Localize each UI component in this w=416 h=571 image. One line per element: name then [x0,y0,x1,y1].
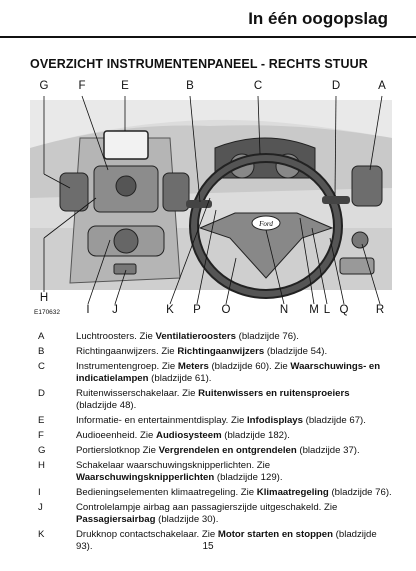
figure-label-a: A [378,80,386,92]
legend-item-a: A Luchtroosters. Zie Ventilatieroosters … [30,331,392,343]
figure-label-h: H [39,292,49,304]
legend-key: F [38,430,44,441]
top-leader-lines [43,95,383,203]
legend-key: I [38,487,41,498]
legend-text: Bedieningselementen klimaatregeling. Zie… [76,487,392,498]
header-divider [0,36,416,38]
lower-right-panel [339,257,375,275]
figure-label-m: M [309,304,319,316]
page-title: In één oogopslag [248,9,388,28]
figure-label-g: G [39,80,49,92]
figure-label-i: I [86,304,90,316]
left-vent [59,172,89,212]
legend-key: D [38,388,45,399]
section-title: OVERZICHT INSTRUMENTENPANEEL - RECHTS ST… [30,57,368,71]
figure-label-f: F [78,80,86,92]
climate-knob [113,228,139,254]
figure-label-l: L [323,304,331,316]
legend-item-g: G Portierslotknop Zie Vergrendelen en on… [30,445,392,457]
legend-key: H [38,460,45,471]
legend-item-h: H Schakelaar waarschuwingsknipperlichten… [30,460,392,484]
right-vent [351,165,383,207]
dashboard-figure: Ford [30,78,392,318]
figure-label-b: B [186,80,194,92]
legend-text: Ruitenwisserschakelaar. Zie Ruitenwisser… [76,388,350,411]
figure-label-o: O [221,304,231,316]
bottom-leader-lines [43,197,381,305]
figure-label-d: D [331,80,341,92]
steering-hub [198,212,334,279]
legend-text: Richtingaanwijzers. Zie Richtingaanwijze… [76,346,328,357]
legend-item-i: I Bedieningselementen klimaatregeling. Z… [30,487,392,499]
figure-label-j: J [112,304,118,316]
legend-text: Schakelaar waarschuwingsknipperlichten. … [76,460,283,483]
audio-knob [115,175,137,197]
legend-item-d: D Ruitenwisserschakelaar. Zie Ruitenwiss… [30,388,392,412]
legend-text: Audioeenheid. Zie Audiosysteem (bladzijd… [76,430,290,441]
legend-text: Drukknop contactschakelaar. Zie Motor st… [76,529,377,552]
legend-text: Instrumentengroep. Zie Meters (bladzijde… [76,361,381,384]
figure-label-q: Q [339,304,349,316]
legend-key: J [38,502,43,513]
legend-key: E [38,415,45,426]
legend-item-b: B Richtingaanwijzers. Zie Richtingaanwij… [30,346,392,358]
figure-label-p: P [193,304,201,316]
figure-label-e: E [121,80,129,92]
figure-label-k: K [166,304,174,316]
wiper-stalk [322,196,350,204]
legend-key: B [38,346,45,357]
center-right-vent [162,172,190,212]
legend-item-c: C Instrumentengroep. Zie Meters (bladzij… [30,361,392,385]
page-number: 15 [202,541,214,552]
figure-label-c: C [253,80,263,92]
legend-item-f: F Audioeenheid. Zie Audiosysteem (bladzi… [30,430,392,442]
figure-label-r: R [375,304,385,316]
info-display [103,130,149,160]
figure-label-n: N [279,304,289,316]
light-switch [351,231,369,249]
legend-key: K [38,529,45,540]
legend-text: Informatie- en entertainmentdisplay. Zie… [76,415,366,426]
dashboard-illustration: Ford [30,95,392,305]
legend-text: Portierslotknop Zie Vergrendelen en ontg… [76,445,360,456]
legend-key: A [38,331,45,342]
legend-key: G [38,445,46,456]
legend-text: Controlelampje airbag aan passagierszijd… [76,502,338,525]
legend-item-j: J Controlelampje airbag aan passagierszi… [30,502,392,526]
legend-key: C [38,361,45,372]
page-header: In één oogopslag [0,0,416,38]
ford-logo-text: Ford [258,220,273,228]
legend-item-e: E Informatie- en entertainmentdisplay. Z… [30,415,392,427]
indicator-stalk [186,200,212,208]
figure-code: E170632 [34,309,61,316]
legend-item-k: K Drukknop contactschakelaar. Zie Motor … [30,529,392,553]
windshield [30,100,392,148]
legend-list: A Luchtroosters. Zie Ventilatieroosters … [30,331,392,556]
legend-text: Luchtroosters. Zie Ventilatieroosters (b… [76,331,299,342]
